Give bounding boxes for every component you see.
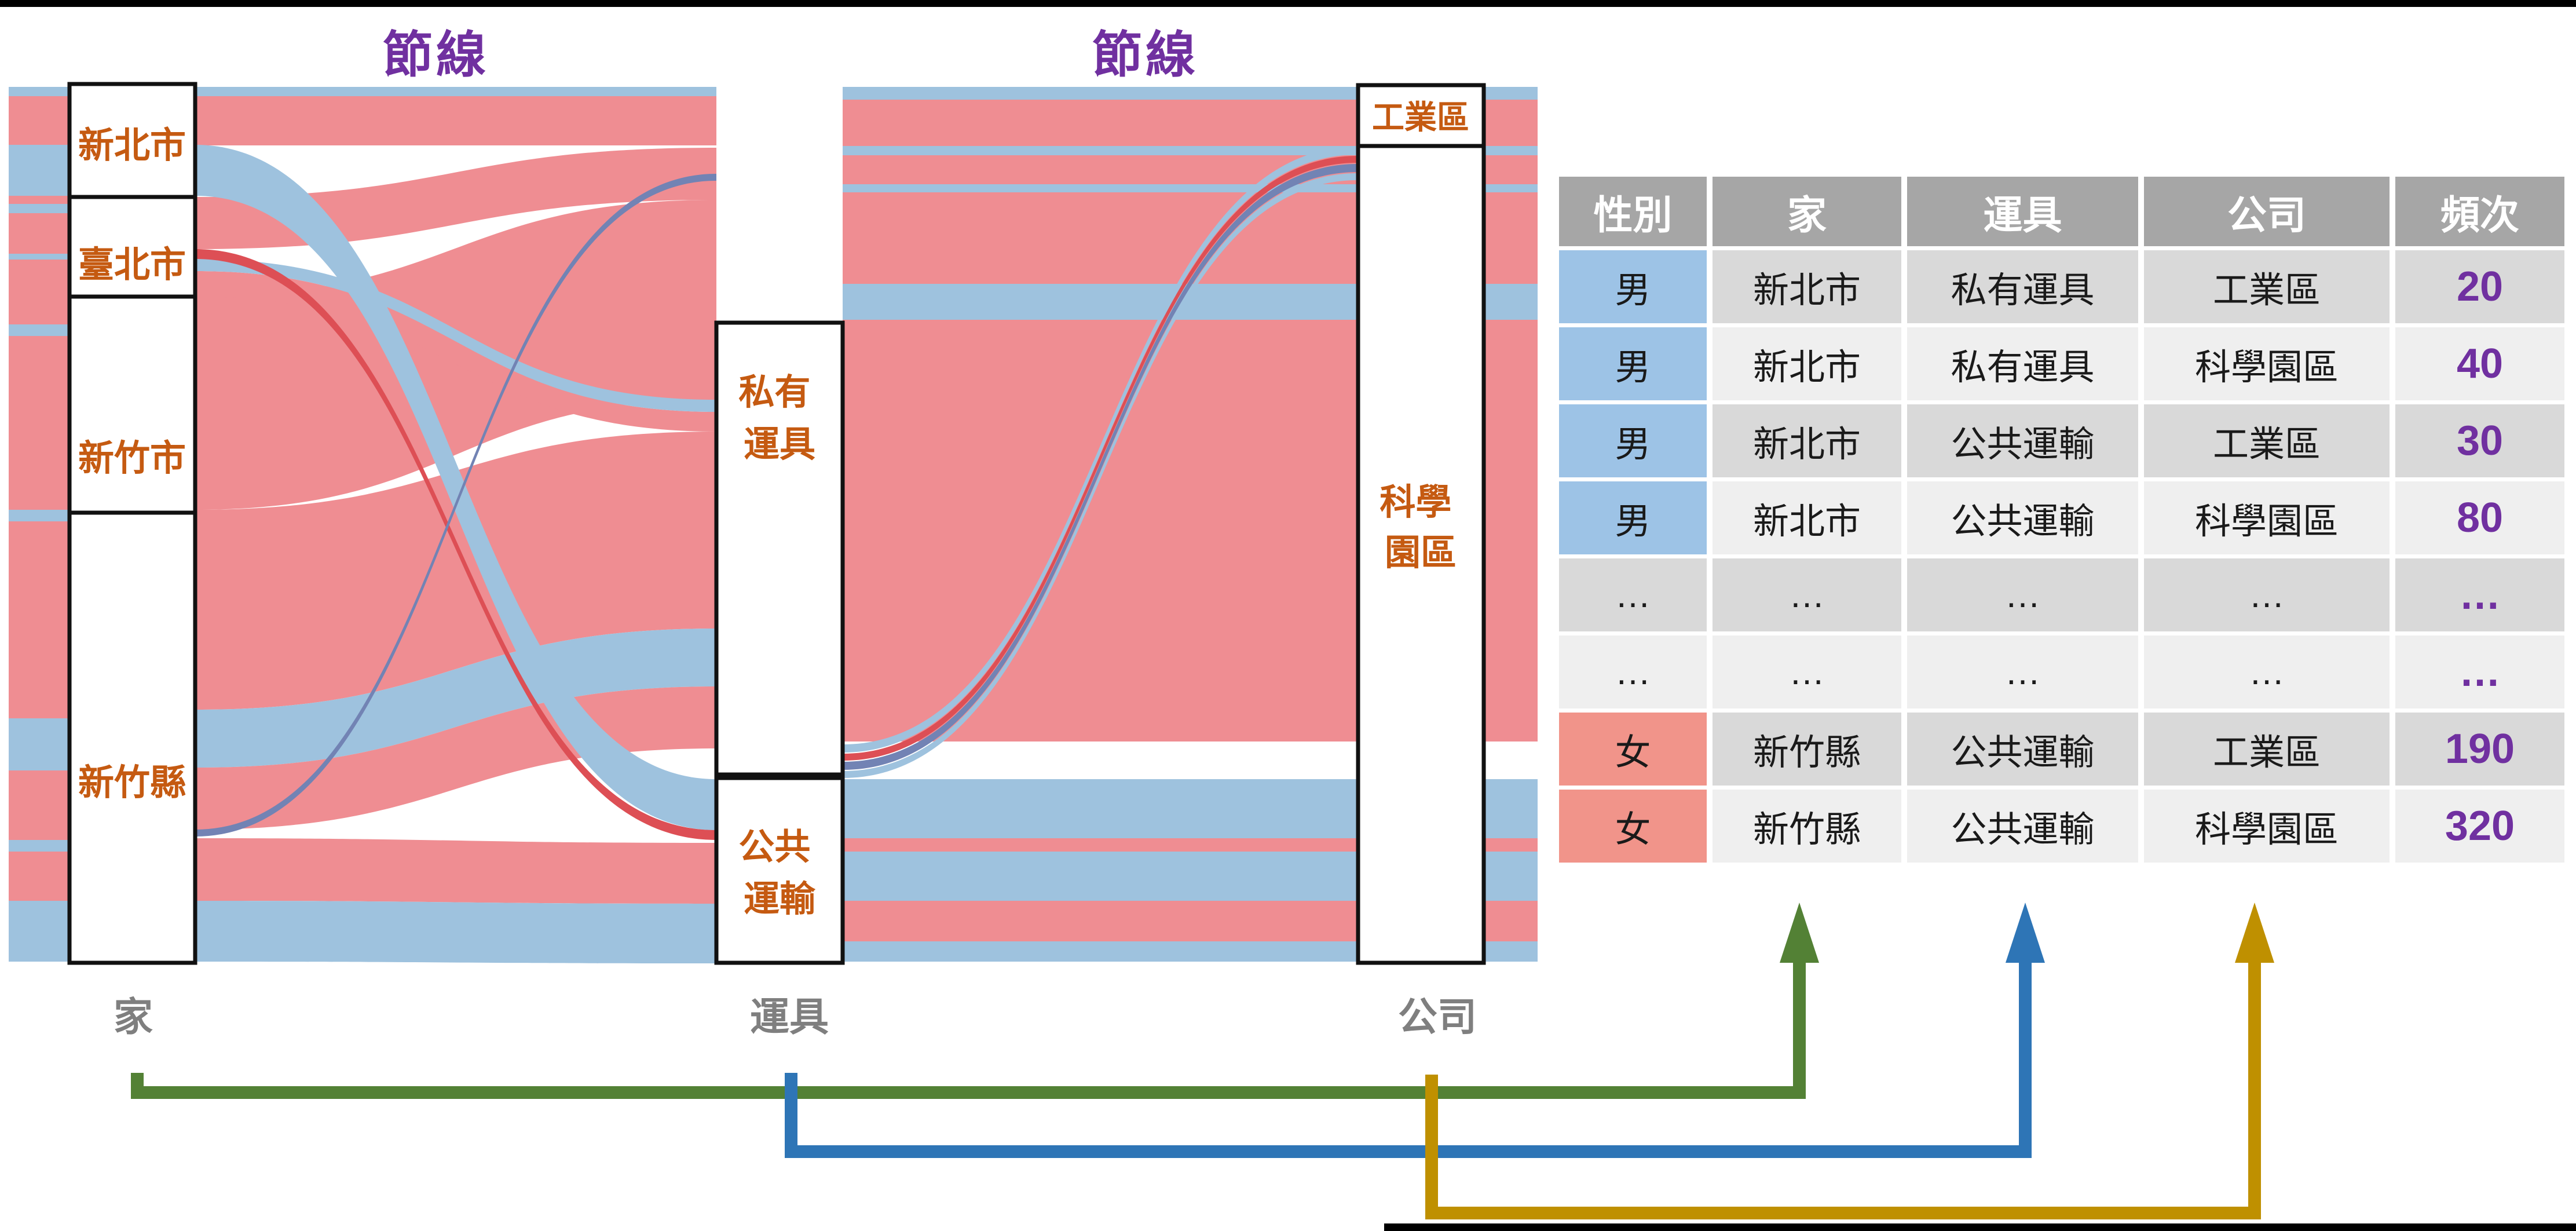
node-box-vehicle-0 [714,320,845,777]
edge-annotation-right: 節線 [1092,27,1199,83]
node-box-home-3 [67,510,197,965]
axis-label-home: 家 [113,995,153,1039]
left-inlet-flows [9,87,69,962]
table-cell: 公共運輸 [1907,713,2138,786]
node-box-home-1 [67,195,197,299]
edge-annotation-left: 節線 [383,27,489,83]
table-cell: 科學園區 [2144,790,2390,863]
header-gender: 性別 [1559,177,1707,246]
table-cell: … [1559,558,1707,631]
table-cell: 工業區 [2144,713,2390,786]
frequency-cell: 30 [2395,404,2564,477]
table-cell: 公共運輸 [1907,404,2138,477]
table-cell: 科學園區 [2144,481,2390,554]
table-cell: 公共運輸 [1907,481,2138,554]
axis-label-company: 公司 [1397,995,1477,1039]
arrow-vehicle-to-table [785,963,2032,1158]
frequency-cell: … [2395,635,2564,708]
gender-cell: 女 [1559,713,1707,786]
frequency-cell: 80 [2395,481,2564,554]
sankey-nodes: 新北市 臺北市 新竹市 新竹縣 私有 運具 公共 運輸 工業區 科學 園區 [67,82,1486,965]
table-cell: 新北市 [1713,481,1901,554]
table-cell: 公共運輸 [1907,790,2138,863]
table-cell: 工業區 [2144,404,2390,477]
node-label-home-2: 新竹市 [78,439,186,478]
node-label-company-1-line1: 科學 [1380,483,1451,523]
frequency-cell: 20 [2395,250,2564,323]
header-vehicle: 運具 [1907,177,2138,246]
flows-home-to-vehicle [195,87,716,963]
node-label-home-3: 新竹縣 [78,763,186,803]
node-label-vehicle-1-line1: 公共 [738,827,810,867]
table-cell: … [1907,558,2138,631]
header-home: 家 [1713,177,1901,246]
node-label-company-1: 科學 園區 [1380,483,1461,573]
node-label-home-1: 臺北市 [78,245,186,285]
gender-cell: 女 [1559,790,1707,863]
arrow-vehicle-tip [2006,903,2045,963]
gender-cell: 男 [1559,481,1707,554]
top-black-border [0,0,2576,7]
header-frequency: 頻次 [2395,177,2564,246]
table-cell: 新北市 [1713,404,1901,477]
gender-cell: 男 [1559,327,1707,400]
table-cell: 科學園區 [2144,327,2390,400]
node-label-company-1-line2: 園區 [1385,533,1457,573]
bottom-black-border [1384,1223,2576,1231]
node-label-vehicle-0-line1: 私有 [738,372,810,412]
table-cell: … [1907,635,2138,708]
node-label-vehicle-1: 公共 運輸 [738,827,820,919]
node-box-company-1 [1356,144,1486,965]
axis-label-vehicle: 運具 [749,995,829,1039]
table-cell: 私有運具 [1907,250,2138,323]
arrow-home-tip [1780,903,1819,963]
table-cell: 私有運具 [1907,327,2138,400]
gender-cell: 男 [1559,404,1707,477]
node-label-company-0: 工業區 [1372,99,1469,136]
node-label-home-0: 新北市 [78,126,186,166]
node-box-home-0 [67,82,197,199]
frequency-cell: 40 [2395,327,2564,400]
gender-cell: 男 [1559,250,1707,323]
frequency-cell: 320 [2395,790,2564,863]
table-cell: 工業區 [2144,250,2390,323]
table-cell: 新北市 [1713,250,1901,323]
node-box-vehicle-1 [714,776,845,965]
node-box-home-2 [67,294,197,515]
arrow-company-to-table [1425,963,2261,1219]
table-cell: 新竹縣 [1713,790,1901,863]
node-label-company-0-line1: 工業區 [1372,99,1469,136]
frequency-cell: … [2395,558,2564,631]
arrow-home-to-table [131,963,1806,1099]
frequency-table: 性別 家 運具 公司 頻次 男 新北市 私有運具 工業區 20 男 新北市 私有… [1559,177,2564,863]
arrow-company-tip [2235,903,2274,963]
table-cell: 新北市 [1713,327,1901,400]
node-label-vehicle-0: 私有 運具 [738,372,820,465]
node-label-vehicle-1-line2: 運輸 [744,879,816,919]
table-cell: … [1559,635,1707,708]
table-cell: … [2144,635,2390,708]
column-mapping-arrows [131,903,2274,1219]
table-cell: … [1713,558,1901,631]
table-cell: … [1713,635,1901,708]
node-label-vehicle-0-line2: 運具 [744,425,815,465]
table-cell: … [2144,558,2390,631]
header-company: 公司 [2144,177,2390,246]
table-cell: 新竹縣 [1713,713,1901,786]
frequency-cell: 190 [2395,713,2564,786]
